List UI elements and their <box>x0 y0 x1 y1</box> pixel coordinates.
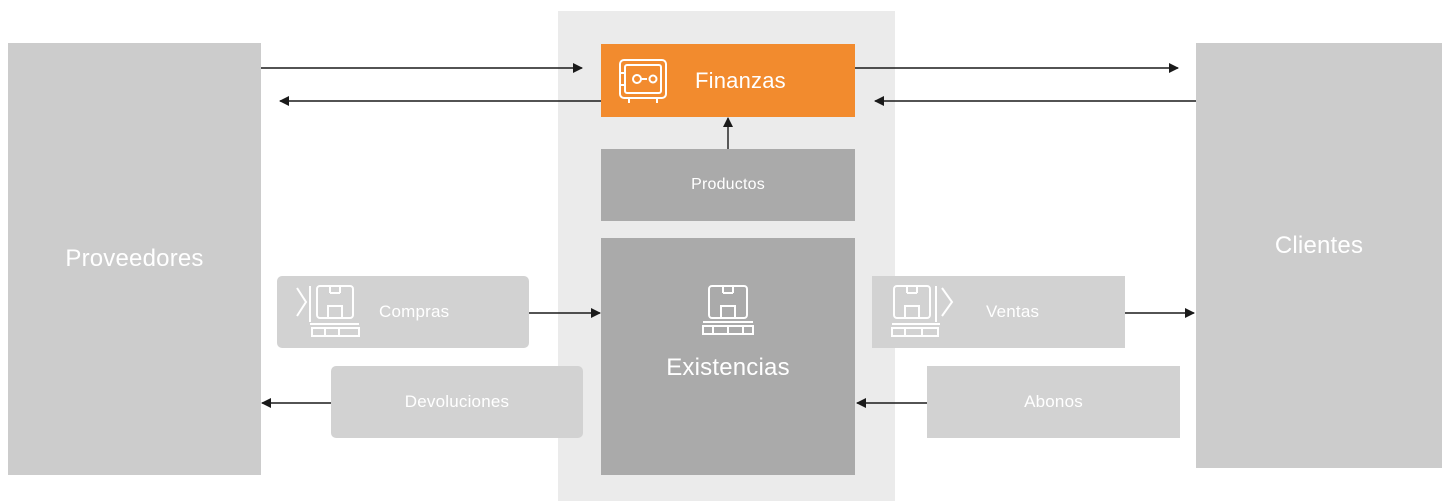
ventas-label: Ventas <box>986 302 1040 321</box>
safe-icon <box>617 57 669 105</box>
ventas-node[interactable]: Ventas <box>872 276 1125 348</box>
outbound-box-icon <box>890 282 962 342</box>
proveedores-node[interactable]: Proveedores <box>8 43 261 475</box>
clientes-node[interactable]: Clientes <box>1196 43 1442 468</box>
abonos-label: Abonos <box>1024 392 1083 411</box>
clientes-label: Clientes <box>1274 231 1364 259</box>
inbound-box-icon <box>293 282 363 342</box>
devoluciones-node[interactable]: Devoluciones <box>331 366 583 438</box>
productos-node[interactable]: Productos <box>601 149 855 221</box>
productos-label: Productos <box>691 176 765 193</box>
existencias-label: Existencias <box>666 354 790 381</box>
box-on-pallet-icon <box>700 282 756 338</box>
compras-label: Compras <box>379 302 450 321</box>
finanzas-node[interactable]: Finanzas <box>601 44 855 117</box>
compras-node[interactable]: Compras <box>277 276 529 348</box>
proveedores-label: Proveedores <box>65 245 204 272</box>
finanzas-label: Finanzas <box>695 67 786 93</box>
devoluciones-label: Devoluciones <box>404 392 510 411</box>
existencias-node[interactable]: Existencias <box>601 238 855 475</box>
abonos-node[interactable]: Abonos <box>927 366 1180 438</box>
